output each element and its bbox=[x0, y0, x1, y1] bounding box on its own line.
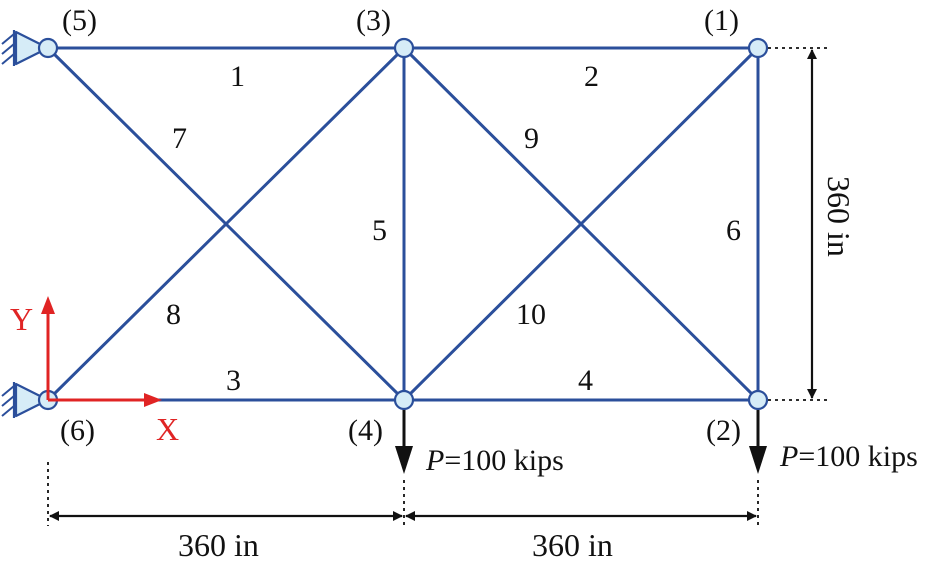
node-4-circle bbox=[393, 389, 415, 411]
node-1-circle bbox=[747, 37, 769, 59]
node-labels: (1) (2) (3) (4) (5) (6) bbox=[60, 4, 741, 447]
member-2-label: 2 bbox=[584, 60, 599, 93]
load-4-value: =100 kips bbox=[444, 444, 563, 477]
truss-members bbox=[46, 46, 760, 402]
y-axis-label: Y bbox=[10, 301, 33, 337]
vertical-dimension: 360 in bbox=[768, 47, 857, 401]
load-2-value: =100 kips bbox=[798, 440, 917, 473]
node-6-label: (6) bbox=[60, 414, 95, 447]
horizontal-dimensions: 360 in 360 in bbox=[47, 462, 759, 563]
node-5-circle bbox=[37, 37, 59, 59]
member-7-label: 7 bbox=[172, 122, 187, 155]
member-9-label: 9 bbox=[524, 122, 539, 155]
member-10-line bbox=[402, 46, 760, 402]
node-3-circle bbox=[393, 37, 415, 59]
svg-text:P=100 kips: P=100 kips bbox=[425, 444, 564, 477]
member-5-label: 5 bbox=[372, 214, 387, 247]
member-8-label: 8 bbox=[166, 298, 181, 331]
dimension-right-bay: 360 in bbox=[532, 527, 613, 563]
member-3-label: 3 bbox=[226, 364, 241, 397]
dimension-height: 360 in bbox=[821, 176, 857, 257]
node-2-circle bbox=[747, 389, 769, 411]
node-4-label: (4) bbox=[348, 414, 383, 447]
coordinate-axes: X Y bbox=[10, 296, 179, 447]
pin-support-node-5 bbox=[1, 30, 50, 66]
dimension-left-bay: 360 in bbox=[178, 527, 259, 563]
member-4-label: 4 bbox=[578, 364, 593, 397]
node-1-label: (1) bbox=[704, 4, 739, 37]
member-labels: 1 2 3 4 5 6 7 8 9 10 bbox=[166, 60, 741, 397]
svg-text:P=100 kips: P=100 kips bbox=[779, 440, 918, 473]
load-2-symbol: P bbox=[779, 440, 798, 473]
load-4-symbol: P bbox=[425, 444, 444, 477]
node-2-label: (2) bbox=[706, 414, 741, 447]
member-1-label: 1 bbox=[230, 60, 245, 93]
pin-support-node-6 bbox=[1, 382, 50, 418]
node-3-label: (3) bbox=[356, 4, 391, 37]
load-at-node-4: P=100 kips bbox=[395, 410, 564, 477]
load-at-node-2: P=100 kips bbox=[749, 410, 918, 474]
member-10-label: 10 bbox=[516, 298, 546, 331]
x-axis-label: X bbox=[156, 411, 179, 447]
member-6-label: 6 bbox=[726, 214, 741, 247]
member-8-line bbox=[46, 46, 406, 402]
node-5-label: (5) bbox=[62, 4, 97, 37]
truss-nodes bbox=[37, 37, 769, 411]
